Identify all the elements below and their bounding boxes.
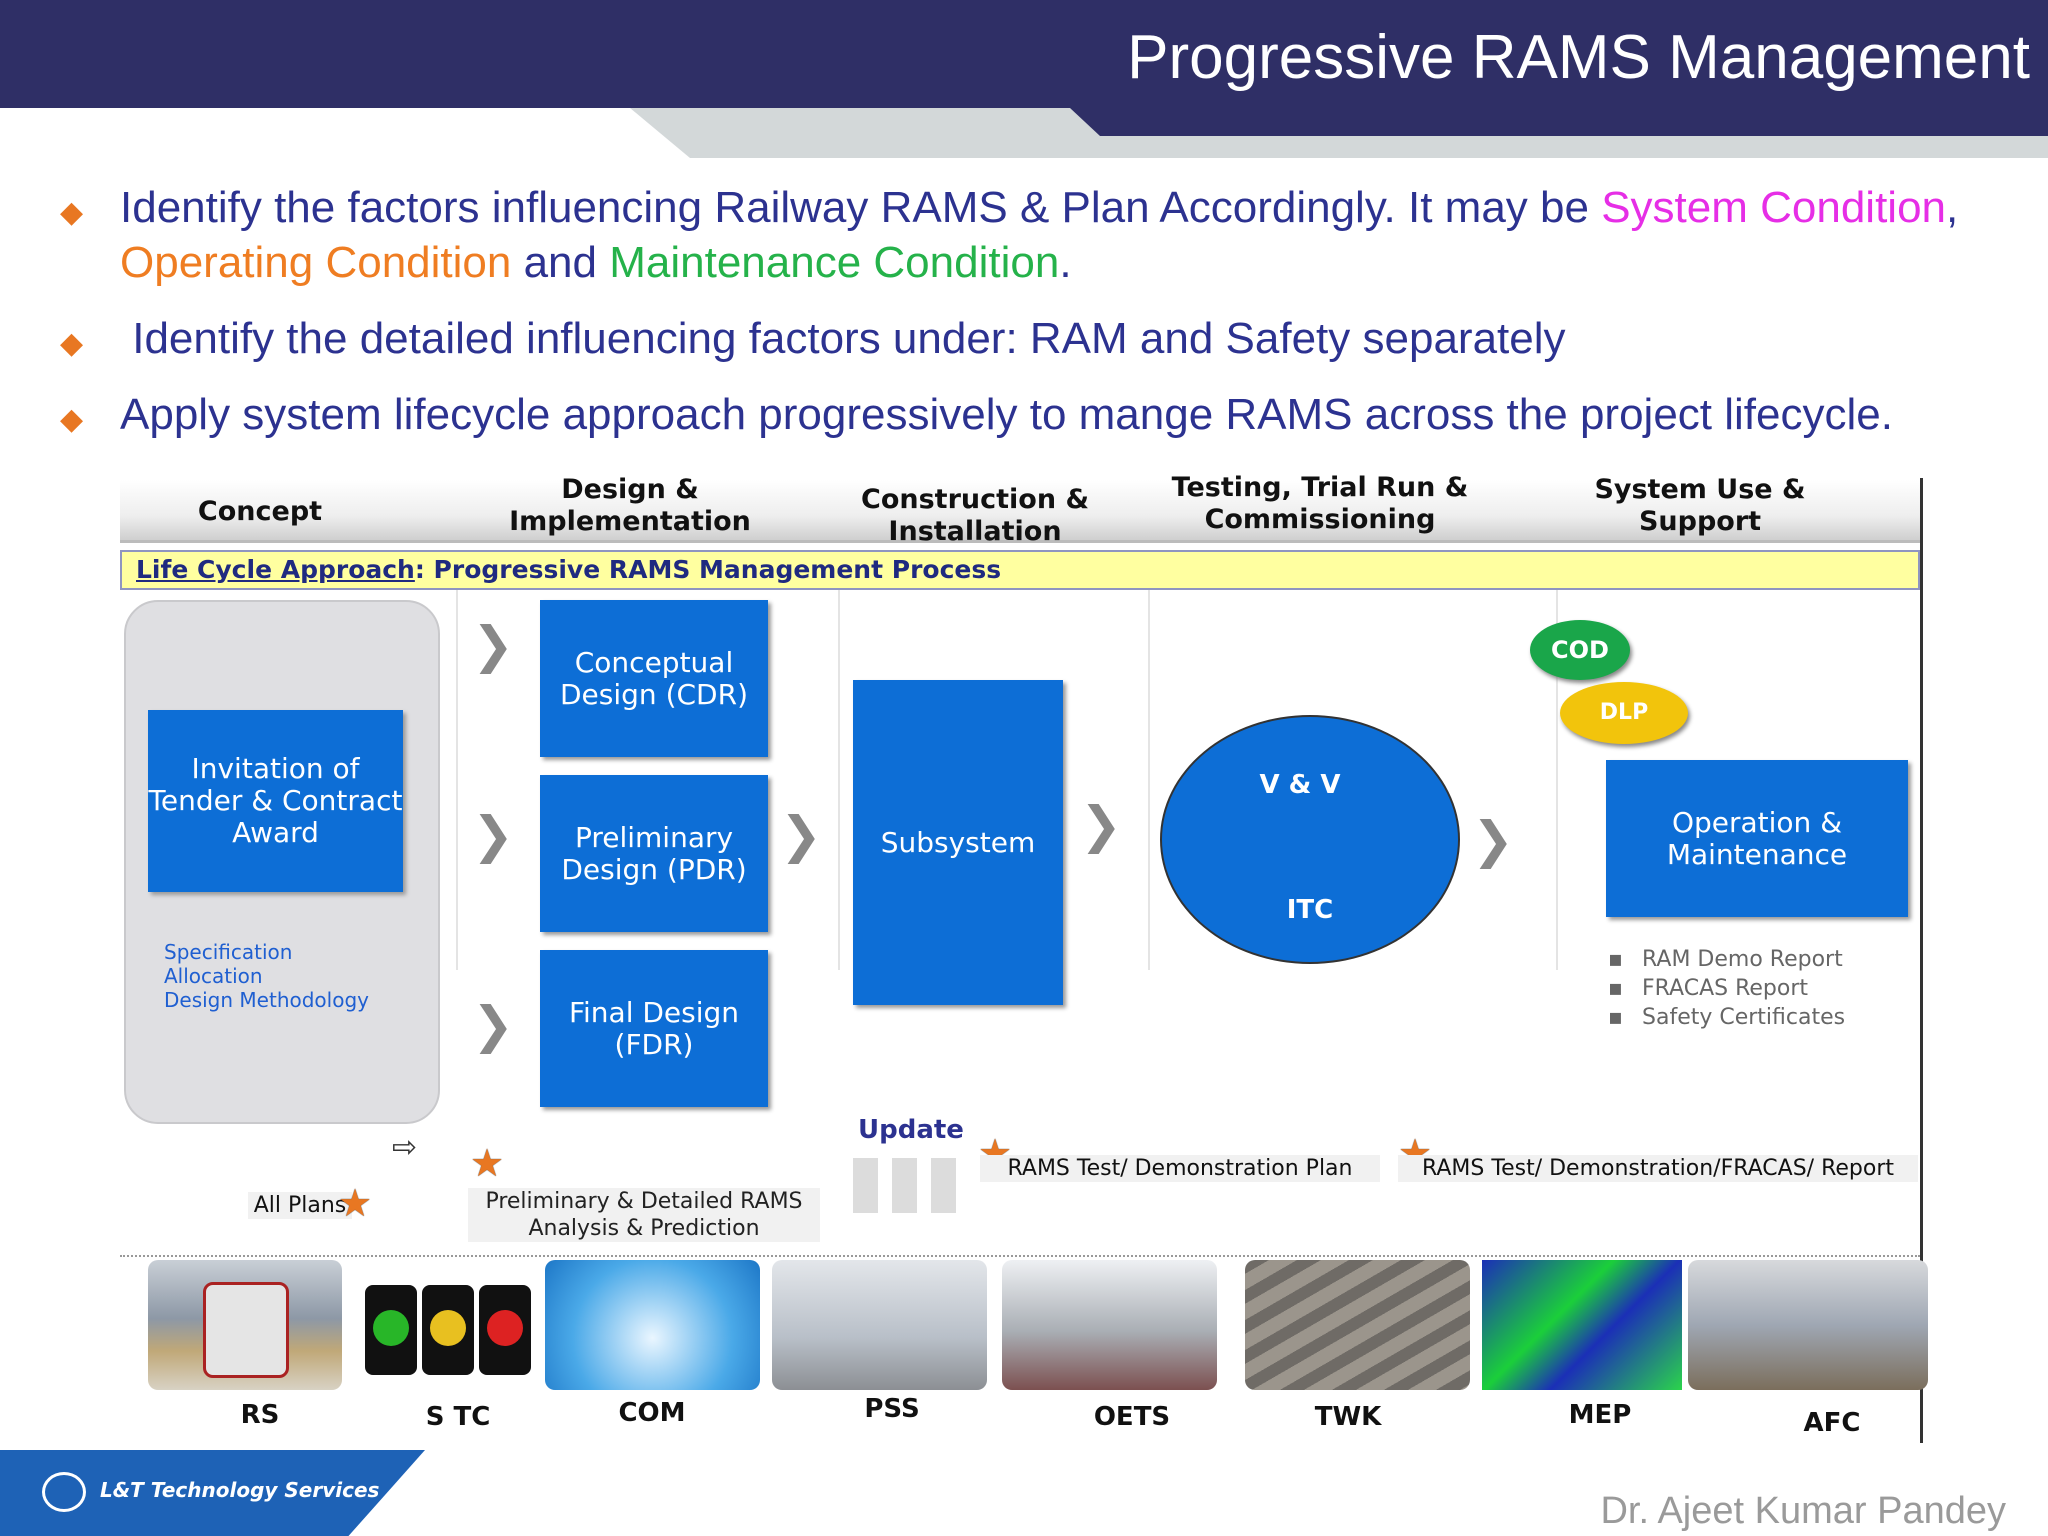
comma: , (1946, 183, 1959, 232)
update-bar (853, 1158, 878, 1213)
right-border (1920, 478, 1923, 1443)
divider (1556, 590, 1558, 970)
invitation-of-tender-box: Invitation of Tender & Contract Award (148, 710, 403, 892)
operating-condition-text: Operating Condition (120, 238, 512, 287)
header-notch (1070, 108, 2048, 136)
divider (456, 590, 458, 970)
phase-construction: Construction & Installation (861, 484, 1089, 547)
lifecycle-approach-process: : Progressive RAMS Management Process (414, 555, 1002, 584)
caption-stc: S TC (425, 1402, 491, 1432)
chevron-right-icon: ❯ (472, 616, 514, 674)
traffic-signals-image (355, 1260, 540, 1390)
caption-twk: TWK (1314, 1402, 1382, 1432)
page-title: Progressive RAMS Management (1127, 23, 2030, 92)
period: . (1059, 238, 1072, 287)
itc-label: ITC (1286, 895, 1334, 925)
power-supply-image (772, 1260, 987, 1390)
lt-logo-icon (42, 1472, 86, 1512)
divider (838, 590, 840, 970)
communication-devices-image (545, 1260, 760, 1390)
list-item: ▪Safety Certificates (1608, 1005, 1846, 1030)
lifecycle-approach-bar: Life Cycle Approach: Progressive RAMS Ma… (120, 550, 1920, 590)
update-bar (931, 1158, 956, 1213)
star-icon: ★ (338, 1183, 373, 1225)
list-item: ▪FRACAS Report (1608, 976, 1809, 1001)
vv-label: V & V (1259, 770, 1341, 800)
preliminary-design-box: Preliminary Design (PDR) (540, 775, 768, 932)
final-design-box: Final Design (FDR) (540, 950, 768, 1107)
metro-train-image (148, 1260, 342, 1390)
phase-system-use: System Use & Support (1594, 474, 1806, 537)
company-logo-text: L&T Technology Services (100, 1478, 380, 1502)
update-bar (892, 1158, 917, 1213)
cod-badge: COD (1530, 620, 1630, 680)
phase-concept: Concept (197, 496, 323, 527)
chevron-right-icon: ❯ (472, 996, 514, 1054)
conceptual-design-box: Conceptual Design (CDR) (540, 600, 768, 757)
maintenance-condition-text: Maintenance Condition (609, 238, 1060, 287)
dotted-divider (120, 1255, 1920, 1257)
dlp-badge: DLP (1560, 682, 1688, 744)
ram-demo-report: RAM Demo Report (1642, 947, 1843, 972)
list-item: ▪RAM Demo Report (1608, 947, 1843, 972)
chevron-right-icon: ❯ (780, 806, 822, 864)
chevron-right-icon: ❯ (472, 806, 514, 864)
overhead-equipment-image (1002, 1260, 1217, 1390)
system-condition-text: System Condition (1601, 183, 1947, 232)
concept-notes: Specification Allocation Design Methodol… (164, 940, 369, 1012)
author-name: Dr. Ajeet Kumar Pandey (1600, 1490, 2006, 1532)
arrow-right-icon: ⇨ (392, 1131, 418, 1164)
divider (1148, 590, 1150, 970)
chevron-right-icon: ❯ (1080, 796, 1122, 854)
note-allocation: Allocation (164, 964, 263, 988)
star-icon: ★ (470, 1143, 505, 1185)
mep-model-image (1482, 1260, 1682, 1390)
phase-header-bar (120, 480, 1920, 543)
om-deliverables-list: ▪RAM Demo Report ▪FRACAS Report ▪Safety … (1608, 945, 1908, 1032)
note-specification: Specification (164, 940, 293, 964)
track-work-image (1245, 1260, 1470, 1390)
chevron-right-icon: ❯ (1472, 811, 1514, 869)
header-bar (0, 0, 2048, 108)
operation-maintenance-box: Operation & Maintenance (1606, 760, 1908, 917)
fracas-report: FRACAS Report (1642, 976, 1809, 1001)
subsystem-box: Subsystem (853, 680, 1063, 1005)
bullet-1-text: Identify the factors influencing Railway… (120, 183, 1602, 232)
rams-test-plan-label: RAMS Test/ Demonstration Plan (980, 1155, 1380, 1182)
vv-itc-circle (1160, 715, 1460, 964)
and-text: and (511, 238, 610, 287)
bullet-icon: ◆ (60, 327, 84, 360)
preliminary-analysis-label: Preliminary & Detailed RAMS Analysis & P… (468, 1188, 820, 1242)
lifecycle-diagram: Concept Design & Implementation Construc… (120, 470, 1928, 1445)
caption-rs: RS (240, 1400, 280, 1430)
caption-afc: AFC (1803, 1408, 1861, 1438)
caption-oets: OETS (1093, 1402, 1171, 1432)
bullet-3: Apply system lifecycle approach progress… (120, 390, 1893, 439)
safety-certificates: Safety Certificates (1642, 1005, 1846, 1030)
bullet-icon: ◆ (60, 196, 84, 229)
caption-mep: MEP (1568, 1400, 1632, 1430)
bullet-2: Identify the detailed influencing factor… (120, 314, 1566, 363)
note-design-methodology: Design Methodology (164, 988, 369, 1012)
all-plans-label: All Plans (248, 1192, 352, 1219)
update-label: Update (858, 1115, 964, 1145)
bullet-1: Identify the factors influencing Railway… (120, 180, 2040, 290)
bullet-icon: ◆ (60, 403, 84, 436)
rams-test-report-label: RAMS Test/ Demonstration/FRACAS/ Report (1398, 1155, 1918, 1182)
phase-testing: Testing, Trial Run & Commissioning (1171, 472, 1469, 535)
caption-com: COM (618, 1398, 686, 1428)
phase-design: Design & Implementation (509, 474, 751, 537)
caption-pss: PSS (864, 1394, 920, 1424)
fare-gates-image (1688, 1260, 1928, 1390)
lifecycle-approach-label: Life Cycle Approach (136, 555, 415, 584)
